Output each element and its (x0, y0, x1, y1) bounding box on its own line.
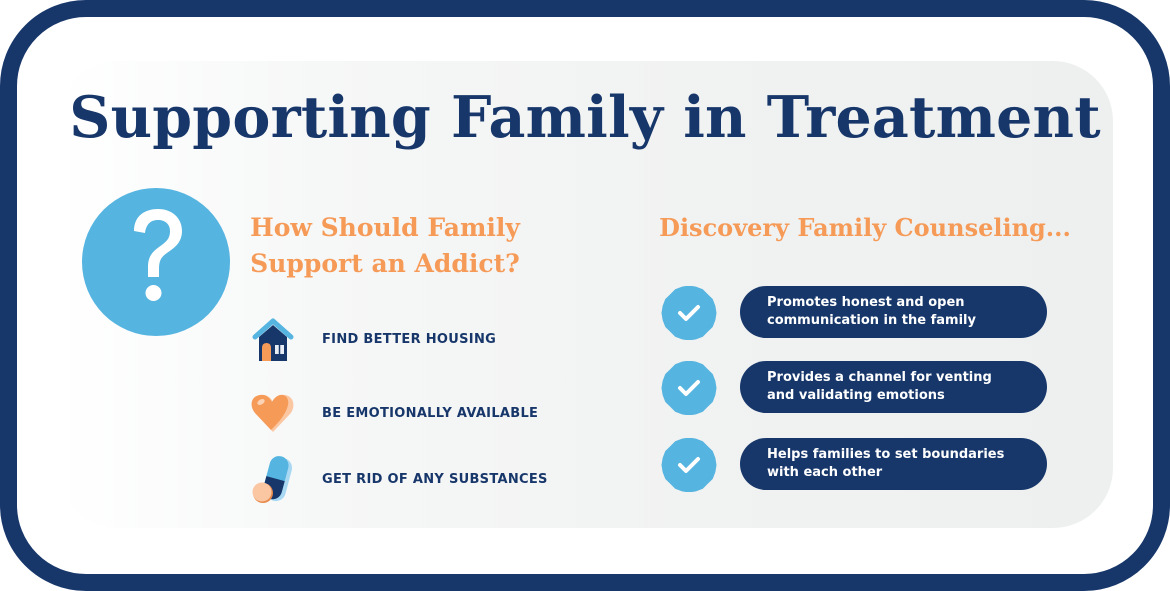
right-heading: Discovery Family Counseling... (659, 213, 1071, 242)
list-item-label: BE EMOTIONALLY AVAILABLE (322, 405, 539, 421)
left-heading: How Should Family Support an Addict? (240, 210, 530, 282)
pill-icon (249, 454, 297, 504)
house-icon (249, 314, 297, 364)
benefit-text: Provides a channel for venting and valid… (767, 369, 992, 404)
list-item: GET RID OF ANY SUBSTANCES (249, 454, 569, 504)
page-title: Supporting Family in Treatment (69, 84, 1101, 151)
benefit-pill: Helps families to set boundaries with ea… (740, 438, 1047, 490)
benefit-item: Helps families to set boundaries with ea… (660, 438, 1050, 492)
list-item: BE EMOTIONALLY AVAILABLE (249, 388, 569, 438)
heart-icon (249, 388, 297, 438)
left-heading-line2: Support an Addict? (250, 249, 520, 278)
benefit-text: Helps families to set boundaries with ea… (767, 446, 1005, 481)
question-mark-icon (82, 188, 230, 336)
benefit-item: Promotes honest and open communication i… (660, 286, 1050, 340)
benefit-text: Promotes honest and open communication i… (767, 294, 976, 329)
verified-check-badge-icon (661, 286, 717, 340)
list-item: FIND BETTER HOUSING (249, 314, 569, 364)
verified-check-badge-icon (661, 361, 717, 415)
benefit-pill: Promotes honest and open communication i… (740, 286, 1047, 338)
benefit-item: Provides a channel for venting and valid… (660, 361, 1050, 415)
verified-check-badge-icon (661, 438, 717, 492)
list-item-label: FIND BETTER HOUSING (322, 331, 497, 347)
list-item-label: GET RID OF ANY SUBSTANCES (322, 471, 548, 487)
benefit-pill: Provides a channel for venting and valid… (740, 361, 1047, 413)
left-heading-line1: How Should Family (250, 213, 520, 242)
